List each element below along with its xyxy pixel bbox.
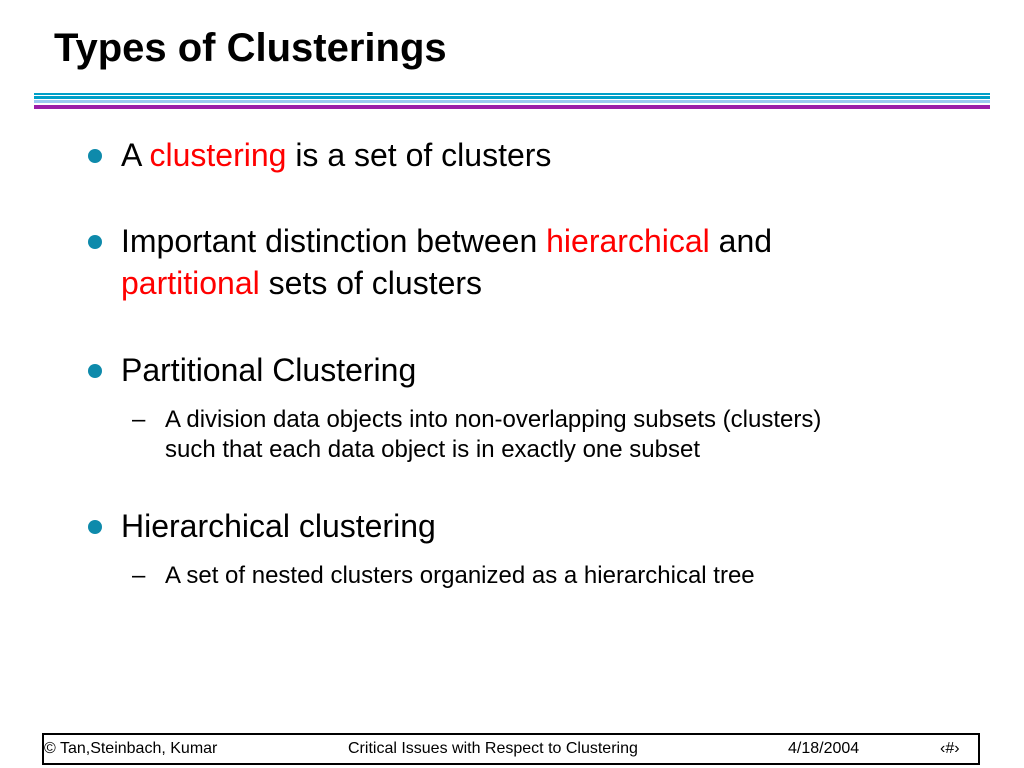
sub-bullet-partitional-line2: such that each data object is in exactly… [165, 436, 700, 463]
bullet-dot-icon [88, 364, 102, 378]
slide-title: Types of Clusterings [54, 26, 447, 70]
title-rule-teal-thick [34, 96, 990, 99]
footer-course-title: Critical Issues with Respect to Clusteri… [348, 740, 638, 757]
footer-date: 4/18/2004 [788, 740, 860, 757]
highlight-clustering: clustering [149, 137, 287, 173]
bullet-dot-icon [88, 235, 102, 249]
highlight-hierarchical: hierarchical [546, 223, 710, 259]
title-rule-purple [34, 105, 990, 109]
footer-copyright: © Tan,Steinbach, Kumar [44, 740, 218, 757]
title-rule-teal [34, 93, 990, 95]
bullet-distinction-line1: Important distinction between hierarchic… [121, 221, 1001, 262]
bullet-text: sets of clusters [259, 265, 483, 301]
slide-footer [42, 733, 980, 765]
bullet-text: Important distinction between [121, 223, 547, 259]
footer-page-number: ‹#› [940, 740, 960, 757]
sub-bullet-partitional-line1: A division data objects into non-overlap… [165, 406, 822, 433]
bullet-distinction-line2: partitional sets of clusters [121, 263, 1001, 304]
sub-bullet-dash: – [132, 406, 146, 433]
sub-bullet-hierarchical: A set of nested clusters organized as a … [165, 562, 755, 589]
title-rule-light-blue [34, 100, 990, 103]
bullet-partitional-clustering: Partitional Clustering [121, 352, 417, 388]
bullet-clustering: A clustering is a set of clusters [121, 135, 1001, 176]
highlight-partitional: partitional [121, 265, 260, 301]
sub-bullet-dash: – [132, 562, 146, 589]
bullet-dot-icon [88, 149, 102, 163]
bullet-hierarchical-clustering: Hierarchical clustering [121, 508, 436, 544]
bullet-text: is a set of clusters [286, 137, 552, 173]
bullet-text: A [121, 137, 150, 173]
bullet-text: and [709, 223, 773, 259]
bullet-dot-icon [88, 520, 102, 534]
